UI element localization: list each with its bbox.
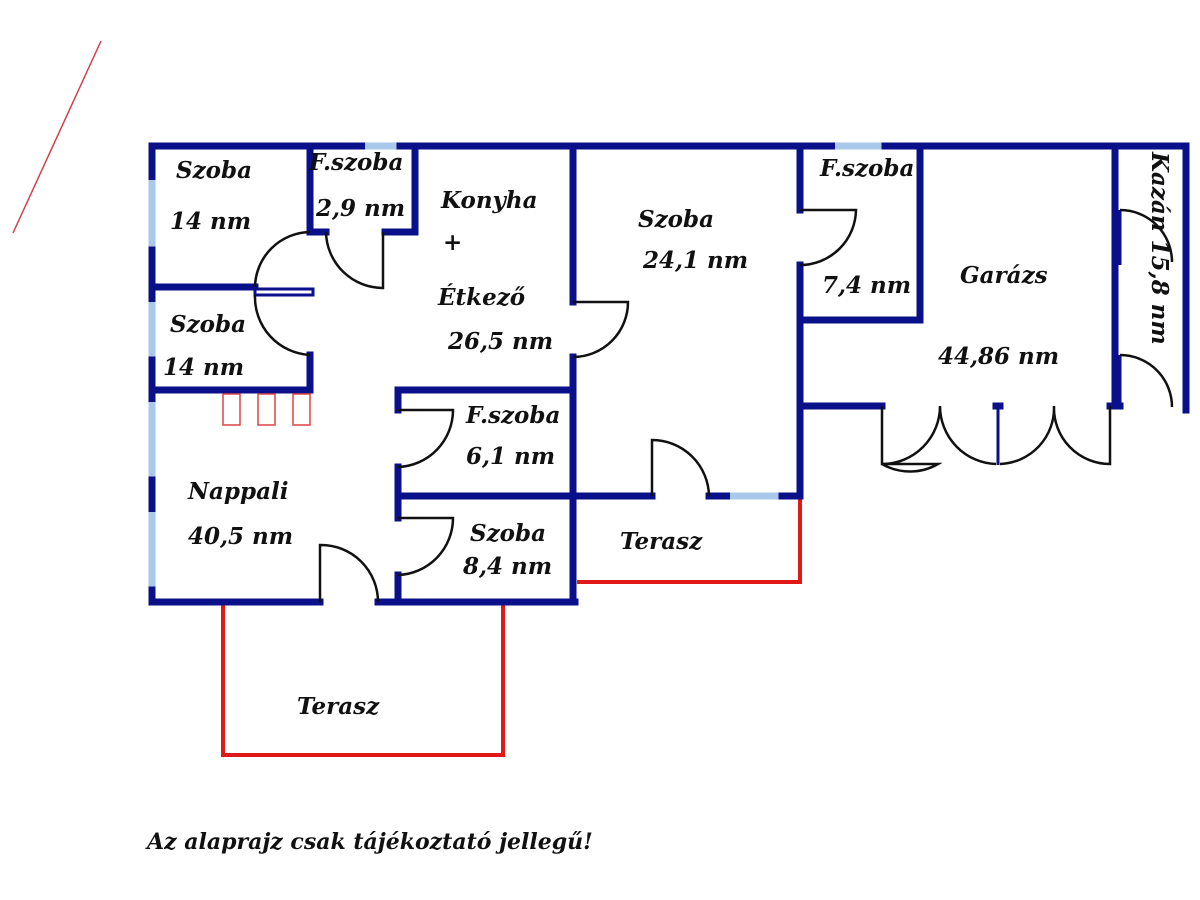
stairs xyxy=(222,393,311,426)
stair-step xyxy=(257,393,276,426)
room-name-plus: + xyxy=(443,229,462,256)
room-area: 40,5 nm xyxy=(188,523,293,550)
door-swing xyxy=(397,516,455,577)
door-swing xyxy=(253,230,311,288)
door-swing xyxy=(1119,208,1174,263)
door-swing xyxy=(799,208,858,267)
room-name: F.szoba xyxy=(465,402,560,429)
room-area: 6,1 nm xyxy=(466,443,555,470)
stair-step xyxy=(292,393,311,426)
room-area: 14 nm xyxy=(170,208,251,235)
room-name: Konyha xyxy=(440,187,538,214)
door-swing xyxy=(397,408,455,469)
door-swing xyxy=(253,294,311,357)
room-name: Szoba xyxy=(470,520,546,547)
room-name: Szoba xyxy=(176,157,252,184)
room-area: 14 nm xyxy=(163,354,244,381)
room-name: F.szoba xyxy=(308,149,403,176)
room-area: 44,86 nm xyxy=(938,343,1059,370)
room-area: 24,1 nm xyxy=(642,247,748,274)
door-swing xyxy=(650,438,711,497)
room-name: Garázs xyxy=(960,262,1048,289)
garage-door xyxy=(999,405,1112,466)
terrace-label: Terasz xyxy=(297,693,380,720)
room-area: 2,9 nm xyxy=(315,195,405,222)
room-area: 7,4 nm xyxy=(822,272,911,299)
room-area: 26,5 nm xyxy=(447,328,553,355)
terrace-side-outline xyxy=(577,497,802,584)
terrace-front-outline xyxy=(221,602,505,757)
stair-step xyxy=(222,393,241,426)
room-name: Szoba xyxy=(170,311,246,338)
room-labels: Szoba 14 nm F.szoba 2,9 nm Konyha + Étke… xyxy=(163,149,1173,720)
disclaimer-note: Az alaprajz csak tájékoztató jellegű! xyxy=(145,829,593,855)
red-diagonal-line xyxy=(12,40,102,234)
terrace-label: Terasz xyxy=(620,528,703,555)
room-name: F.szoba xyxy=(819,155,914,182)
door-swing xyxy=(324,231,385,290)
room-label-vertical: Kazán 15,8 nm xyxy=(1146,151,1173,345)
doors xyxy=(253,208,1174,603)
room-area: 8,4 nm xyxy=(462,553,552,580)
room-name: Szoba xyxy=(638,206,714,233)
walls xyxy=(148,142,1190,606)
garage-door xyxy=(880,406,943,473)
garage-door xyxy=(881,405,997,466)
room-name: Nappali xyxy=(187,478,288,505)
door-swing xyxy=(572,300,630,359)
room-name: Étkező xyxy=(437,284,525,311)
door-swing xyxy=(318,543,380,603)
door-swing xyxy=(1119,353,1174,408)
wall xyxy=(253,287,315,297)
